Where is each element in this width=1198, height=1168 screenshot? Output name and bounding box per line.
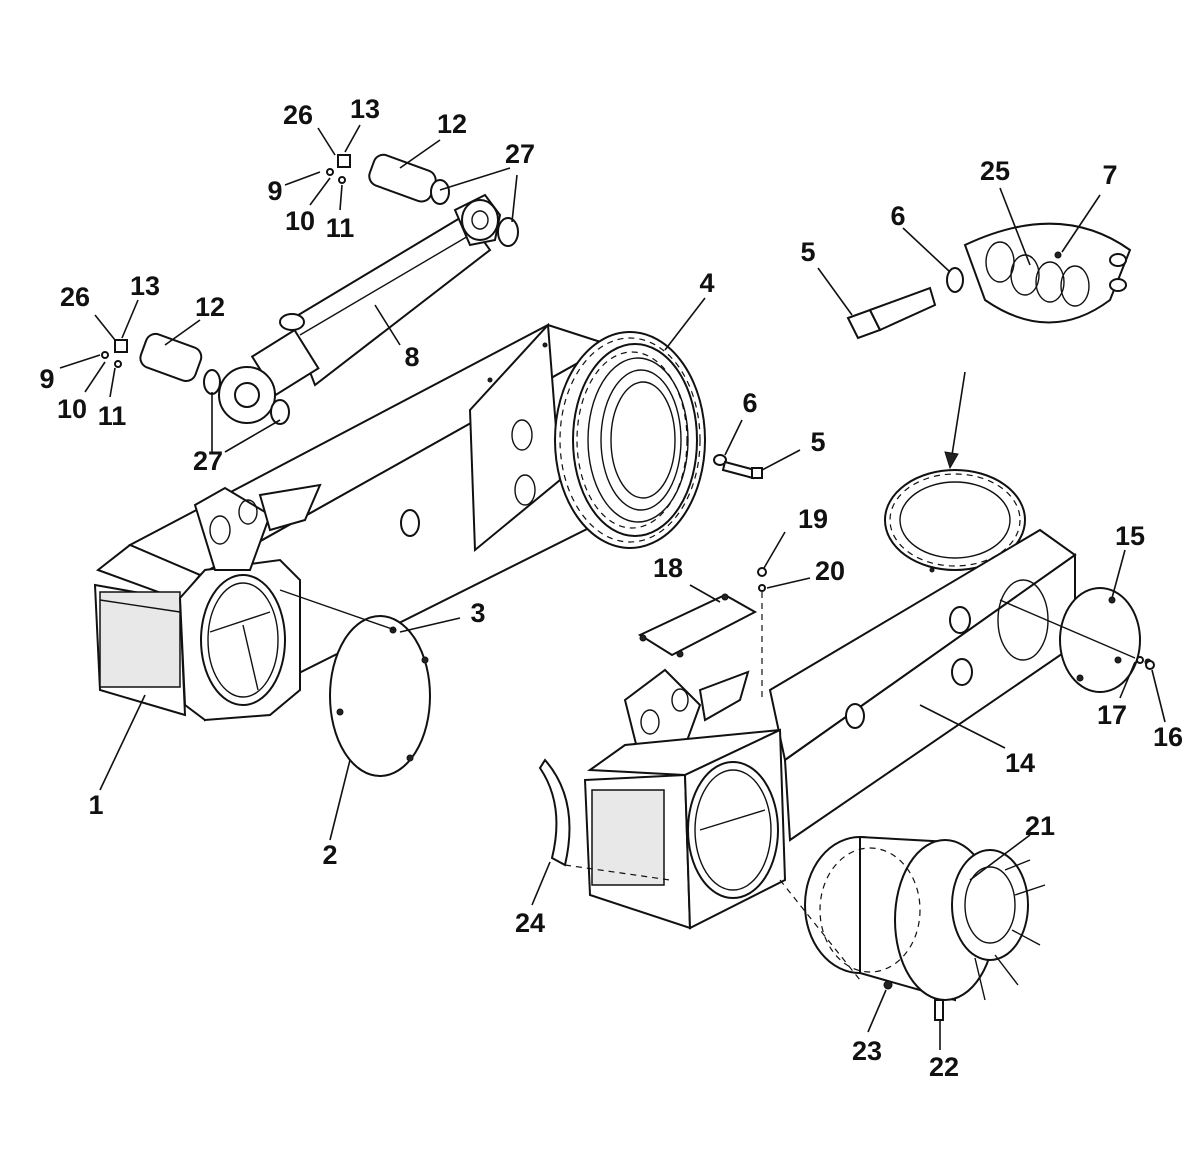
bolt-washer-lower [713,454,763,480]
callout-13-left: 13 [130,271,160,301]
callout-19: 19 [798,504,828,534]
callout-11-top: 11 [326,213,355,243]
callout-3: 3 [470,598,485,628]
callout-17: 17 [1097,700,1127,730]
callout-15: 15 [1115,521,1145,551]
callout-7: 7 [1102,160,1117,190]
callout-16: 16 [1153,722,1183,752]
callout-25: 25 [980,156,1010,186]
washer-20 [758,584,766,592]
callout-21: 21 [1025,811,1055,841]
callout-6-upper: 6 [890,201,905,231]
washer-17 [1136,656,1144,664]
callout-10-left: 10 [57,394,87,424]
callout-18: 18 [653,553,683,583]
bolt-19 [757,567,767,577]
bolt-washer-upper [846,267,964,340]
callout-12-left: 12 [195,292,225,322]
callout-5-lower: 5 [810,427,825,457]
callout-22: 22 [929,1052,959,1082]
callout-4: 4 [699,268,714,298]
callout-6-lower: 6 [742,388,757,418]
callout-labels: 26 13 12 27 9 10 11 26 13 12 8 9 10 11 2… [39,94,1183,1082]
callout-13-top: 13 [350,94,380,124]
callout-26-top: 26 [283,100,313,130]
final-drive [779,835,1046,1021]
leader-lines [59,124,1166,1050]
callout-12-top: 12 [437,109,467,139]
callout-1: 1 [88,790,103,820]
end-cover-plate [279,589,431,777]
callout-23: 23 [852,1036,882,1066]
left-swing-arm [93,322,617,722]
callout-24: 24 [515,908,545,938]
callout-11-left: 11 [98,401,127,431]
callout-27-top: 27 [505,139,535,169]
hydraulic-cylinder [101,153,519,425]
callout-2: 2 [322,840,337,870]
callout-8: 8 [404,342,419,372]
slewing-ring [554,331,706,549]
callout-27-left: 27 [193,446,223,476]
callout-9-top: 9 [267,176,282,206]
callout-5-upper: 5 [800,237,815,267]
callout-14: 14 [1005,748,1035,778]
callout-20: 20 [815,556,845,586]
callout-9-left: 9 [39,364,54,394]
drive-ring-segment [963,222,1132,324]
callout-10-top: 10 [285,206,315,236]
right-swing-arm [583,469,1077,930]
clamp-segment [538,758,671,881]
bolt-16 [1145,660,1155,670]
callout-26-left: 26 [60,282,90,312]
